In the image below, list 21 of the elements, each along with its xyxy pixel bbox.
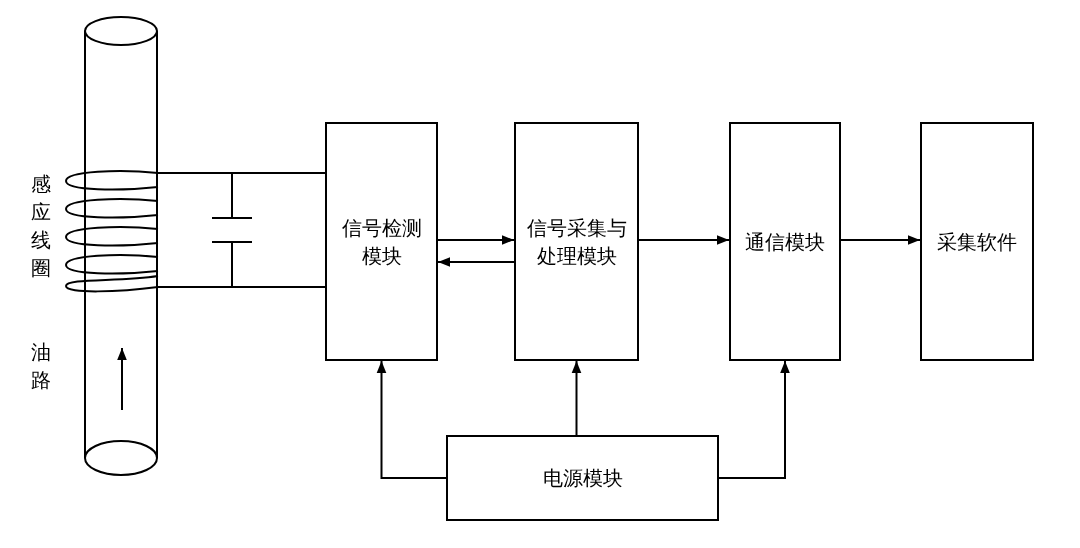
module-label: 通信模块 — [745, 228, 825, 256]
module-label: 采集软件 — [937, 228, 1017, 256]
wire — [157, 286, 326, 288]
arrow — [840, 235, 921, 245]
side-label: 油路 — [30, 339, 52, 394]
arrow — [376, 360, 447, 479]
module-box — [325, 122, 438, 361]
module-label: 信号检测模块 — [341, 214, 422, 270]
module-box — [514, 122, 639, 361]
wire — [157, 172, 326, 174]
module-label: 电源模块 — [542, 465, 623, 492]
side-label: 感应线圈 — [30, 171, 52, 282]
arrow — [718, 360, 790, 479]
module-box — [729, 122, 841, 361]
module-box — [920, 122, 1034, 361]
module-label: 信号采集与处理模块 — [525, 214, 628, 270]
module-box — [446, 435, 719, 521]
arrow — [437, 235, 515, 245]
arrow — [638, 235, 730, 245]
arrow — [571, 360, 582, 436]
arrow — [437, 257, 515, 267]
